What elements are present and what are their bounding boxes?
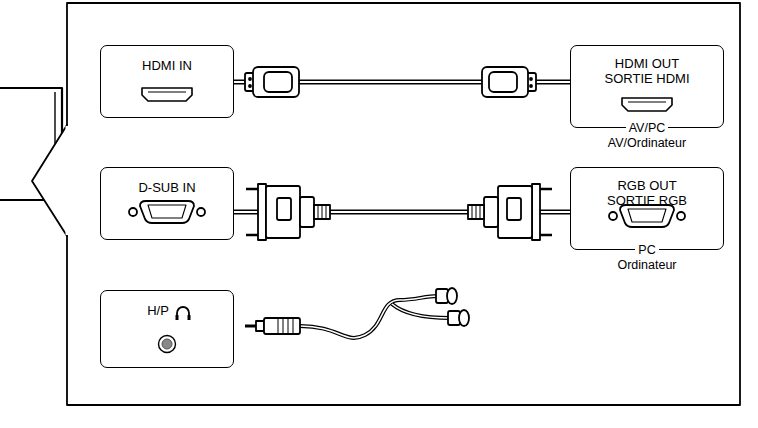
headphone-cable: [245, 288, 469, 338]
port-label: D-SUB IN: [101, 180, 233, 195]
dsub-in-port: D-SUB IN: [100, 167, 234, 240]
rgb-port-icon: [609, 205, 685, 227]
device-label: AV/Ordinateur: [571, 135, 723, 150]
device-label-text: Ordinateur: [614, 258, 679, 272]
hdmi-out-port: HDMI OUTSORTIE HDMIAV/PCAV/Ordinateur: [570, 45, 724, 128]
device-label: Ordinateur: [571, 257, 723, 272]
port-label: RGB OUT: [571, 178, 723, 193]
hdmi-port-icon: [622, 98, 672, 111]
dsub-port-icon: [129, 201, 205, 223]
device-label-text: PC: [635, 243, 658, 257]
port-label: HDMI OUT: [571, 56, 723, 71]
vga-plug: [468, 184, 552, 240]
headphone-jack: [159, 336, 176, 353]
device-label-text: AV/Ordinateur: [605, 136, 689, 150]
hdmi-in-port: HDMI IN: [100, 45, 234, 118]
rgb-out-port: RGB OUTSORTIE RGBPCOrdinateur: [570, 167, 724, 250]
port-label: SORTIE RGB: [571, 193, 723, 208]
device-label: PC: [571, 242, 723, 257]
hdmi-port-icon: [142, 88, 192, 101]
port-label: H/P: [101, 303, 215, 318]
port-label: HDMI IN: [101, 58, 233, 73]
hdmi-plug: [245, 67, 299, 97]
headphone-symbol: [176, 307, 191, 320]
port-label: SORTIE HDMI: [571, 71, 723, 86]
callout-wedge: [32, 125, 67, 236]
hdmi-plug: [482, 67, 536, 97]
device-label: AV/PC: [571, 120, 723, 135]
vga-plug: [246, 184, 330, 240]
panel-frame: [67, 3, 740, 405]
device-label-text: AV/PC: [626, 121, 669, 135]
headphone-port: H/P: [100, 290, 234, 368]
